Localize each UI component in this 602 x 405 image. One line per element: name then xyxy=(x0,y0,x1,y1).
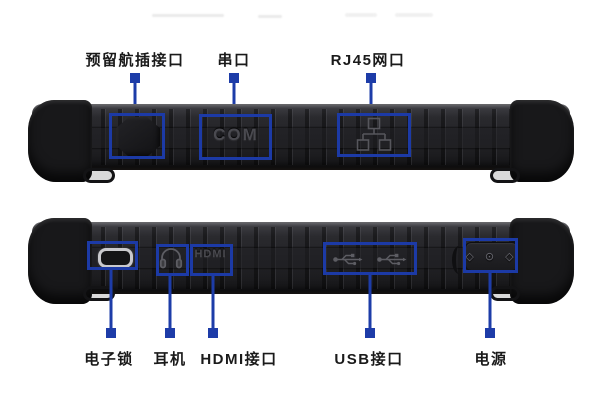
crop-artifact xyxy=(152,14,224,17)
leader-square-serial xyxy=(229,73,239,83)
corner-bumper-right xyxy=(510,218,574,304)
leader-square-aviation xyxy=(130,73,140,83)
power-port-icon: ◇ ⊙ ◇ xyxy=(465,251,518,263)
hdmi-embossed-text: HDMI xyxy=(194,248,227,260)
lanyard-loop xyxy=(490,168,520,183)
highlight-box-hdmi xyxy=(190,244,233,276)
com-embossed-text: COM xyxy=(213,125,259,144)
leader-line-rj45 xyxy=(369,82,373,114)
leader-line-aviation xyxy=(133,82,137,114)
corner-bumper-right xyxy=(510,100,574,182)
highlight-box-rj45-port xyxy=(337,113,411,157)
leader-square-power xyxy=(485,328,495,338)
usb-icon xyxy=(333,253,363,266)
label-usb: USB接口 xyxy=(334,351,404,368)
leader-line-usb xyxy=(368,275,372,329)
corner-bumper-left xyxy=(28,100,92,182)
highlight-box-lock xyxy=(87,241,138,270)
crop-artifact xyxy=(345,13,377,17)
label-serial-port: 串口 xyxy=(217,52,251,69)
leader-square-headphone xyxy=(165,328,175,338)
highlight-box-usb xyxy=(323,242,417,275)
leader-line-lock xyxy=(109,270,113,329)
power-connector-panel: ◇ ⊙ ◇ xyxy=(465,242,518,271)
usb-icon xyxy=(377,253,407,266)
rj45-network-icon xyxy=(356,117,392,151)
highlight-box-headphone xyxy=(156,244,189,276)
label-hdmi: HDMI接口 xyxy=(200,351,278,368)
leader-line-serial xyxy=(232,82,236,115)
highlight-box-aviation-port xyxy=(109,113,165,159)
electronic-lock-slot xyxy=(98,248,133,268)
corner-bumper-left xyxy=(28,218,92,304)
label-headphone: 耳机 xyxy=(153,351,187,368)
leader-square-usb xyxy=(365,328,375,338)
crop-artifact xyxy=(258,15,282,18)
lanyard-loop xyxy=(490,286,520,301)
lanyard-loop xyxy=(83,286,115,301)
headphone-icon xyxy=(159,248,183,269)
label-aviation-port: 预留航插接口 xyxy=(85,52,185,69)
highlight-box-serial-port xyxy=(199,114,272,160)
port-cover-hinge xyxy=(452,246,466,274)
leader-line-hdmi xyxy=(211,276,215,329)
leader-square-hdmi xyxy=(208,328,218,338)
label-power: 电源 xyxy=(474,351,508,368)
lanyard-loop xyxy=(83,168,115,183)
leader-line-power xyxy=(488,273,492,329)
highlight-box-power xyxy=(463,238,518,273)
device-bottom-edge-view: HDMI ◇ ⊙ xyxy=(28,216,574,308)
crop-artifact xyxy=(395,13,433,17)
device-top-edge-view: COM xyxy=(28,98,574,184)
aviation-plug-cover xyxy=(116,117,160,157)
label-electronic-lock: 电子锁 xyxy=(84,351,134,368)
leader-square-rj45 xyxy=(366,73,376,83)
leader-line-headphone xyxy=(168,276,172,329)
label-rj45-port: RJ45网口 xyxy=(330,52,406,69)
center-groove-band xyxy=(72,128,530,148)
leader-square-lock xyxy=(106,328,116,338)
